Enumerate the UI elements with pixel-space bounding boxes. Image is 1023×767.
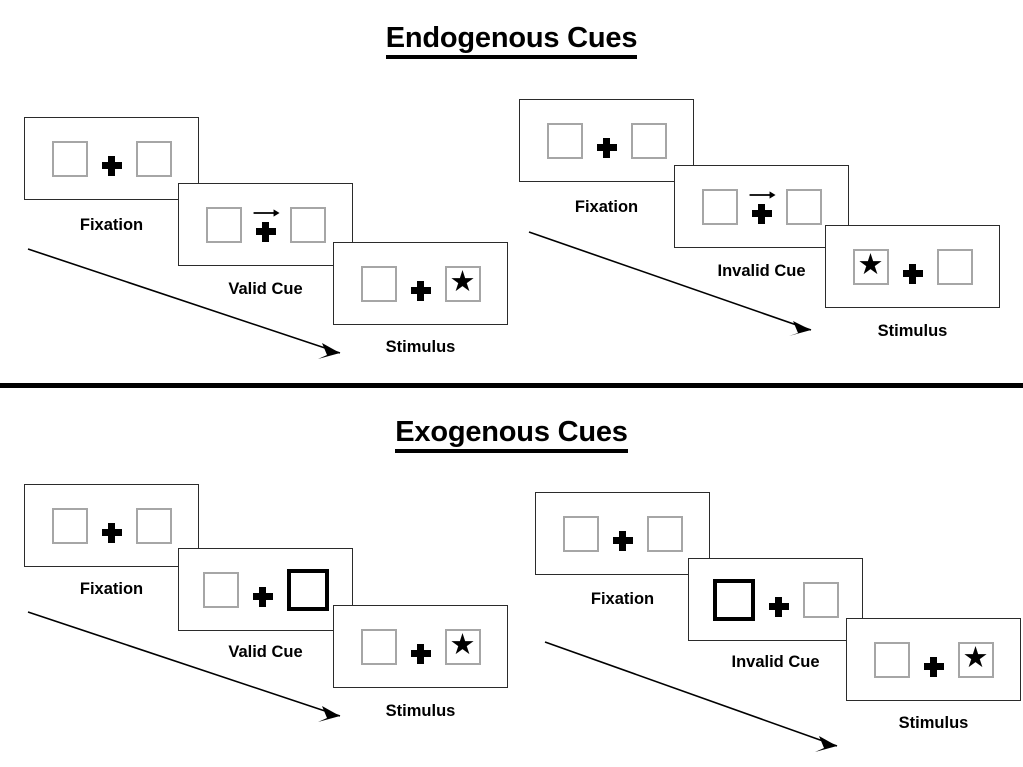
left-box (205, 206, 242, 243)
exo-invalid-fixation-panel (535, 492, 710, 575)
exogenous-section-title: Exogenous Cues (0, 416, 1023, 453)
cue-arrow-right-icon (253, 208, 280, 217)
endo-valid-cue-panel (178, 183, 353, 266)
exogenous-title-text: Exogenous Cues (395, 416, 628, 453)
endo-invalid-fixation-panel (519, 99, 694, 182)
caption-endo-valid-stimulus: Stimulus (385, 338, 456, 356)
fixation-cross-icon (101, 155, 122, 176)
centre-stack (101, 508, 122, 544)
caption-endo-valid-cue: Valid Cue (228, 280, 303, 298)
left-box-cued (712, 578, 755, 621)
centre-stack (612, 516, 633, 552)
exo-invalid-cue-panel (688, 558, 863, 641)
caption-exo-invalid-cue: Invalid Cue (731, 653, 820, 671)
centre-stack (253, 207, 280, 243)
fixation-cross-icon (902, 263, 923, 284)
fixation-cross-icon (410, 280, 431, 301)
caption-exo-valid-cue: Valid Cue (228, 643, 303, 661)
left-box (51, 507, 88, 544)
centre-stack (410, 629, 431, 665)
fixation-cross-icon (252, 586, 273, 607)
fixation-cross-icon (596, 137, 617, 158)
endo-invalid-cue-panel (674, 165, 849, 248)
right-box-with-star: ★ (444, 628, 481, 665)
star-icon: ★ (449, 266, 476, 298)
fixation-cross-icon (751, 203, 772, 224)
exo-valid-cue-panel (178, 548, 353, 631)
right-box (646, 515, 683, 552)
caption-exo-invalid-stimulus: Stimulus (898, 714, 969, 732)
centre-stack (101, 141, 122, 177)
fixation-cross-icon (612, 530, 633, 551)
caption-exo-valid-fixation: Fixation (79, 580, 144, 598)
centre-stack (252, 572, 273, 608)
star-icon: ★ (962, 642, 989, 674)
right-box-with-star: ★ (444, 265, 481, 302)
endo-valid-stimulus-panel: ★ (333, 242, 508, 325)
endo-valid-fixation-panel (24, 117, 199, 200)
left-box (51, 140, 88, 177)
exo-valid-stimulus-panel: ★ (333, 605, 508, 688)
centre-stack (902, 249, 923, 285)
exo-invalid-stimulus-panel: ★ (846, 618, 1021, 701)
caption-endo-invalid-fixation: Fixation (574, 198, 639, 216)
right-box (135, 507, 172, 544)
fixation-cross-icon (923, 656, 944, 677)
centre-stack (596, 123, 617, 159)
right-box-cued (286, 568, 329, 611)
endogenous-section-title: Endogenous Cues (0, 22, 1023, 59)
star-icon: ★ (857, 249, 884, 281)
caption-exo-invalid-fixation: Fixation (590, 590, 655, 608)
endo-invalid-stimulus-panel: ★ (825, 225, 1000, 308)
star-icon: ★ (449, 629, 476, 661)
left-box (562, 515, 599, 552)
left-box (546, 122, 583, 159)
right-box (785, 188, 822, 225)
cue-arrow-right-icon (749, 190, 776, 199)
fixation-cross-icon (101, 522, 122, 543)
fixation-cross-icon (768, 596, 789, 617)
centre-stack (410, 266, 431, 302)
right-box-with-star: ★ (957, 641, 994, 678)
right-box (135, 140, 172, 177)
left-box-with-star: ★ (852, 248, 889, 285)
caption-endo-invalid-stimulus: Stimulus (877, 322, 948, 340)
section-divider (0, 383, 1023, 388)
endogenous-title-text: Endogenous Cues (385, 22, 637, 59)
centre-stack (749, 189, 776, 225)
centre-stack (923, 642, 944, 678)
right-box (802, 581, 839, 618)
left-box (360, 628, 397, 665)
fixation-cross-icon (255, 221, 276, 242)
right-box (289, 206, 326, 243)
exo-valid-fixation-panel (24, 484, 199, 567)
left-box (701, 188, 738, 225)
left-box (360, 265, 397, 302)
centre-stack (768, 582, 789, 618)
fixation-cross-icon (410, 643, 431, 664)
caption-endo-valid-fixation: Fixation (79, 216, 144, 234)
right-box (936, 248, 973, 285)
caption-endo-invalid-cue: Invalid Cue (717, 262, 806, 280)
left-box (202, 571, 239, 608)
left-box (873, 641, 910, 678)
caption-exo-valid-stimulus: Stimulus (385, 702, 456, 720)
right-box (630, 122, 667, 159)
